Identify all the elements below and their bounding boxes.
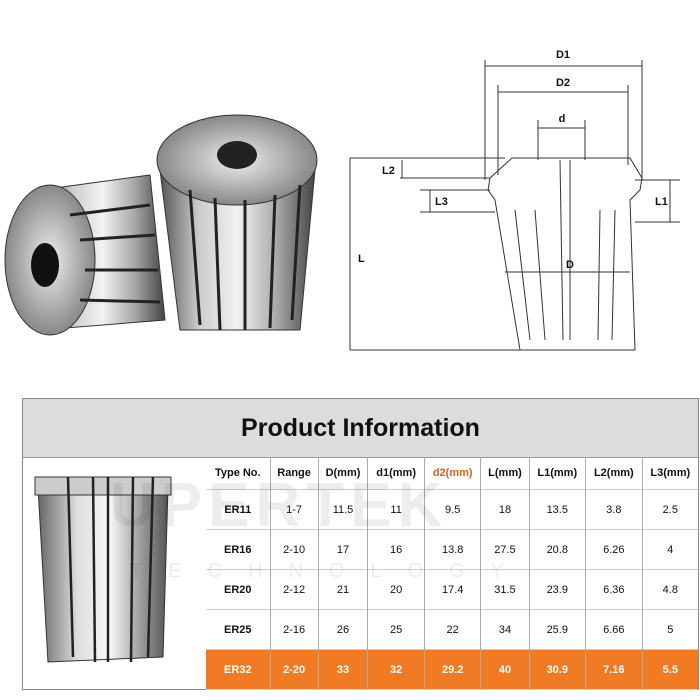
cell: 2-12 bbox=[269, 569, 319, 610]
cell: ER11 bbox=[224, 503, 252, 516]
cell: 18 bbox=[480, 489, 529, 530]
cell: 25 bbox=[367, 609, 425, 650]
table-row: ER25 2-16 26 25 22 34 25.9 6.66 5 bbox=[206, 609, 698, 650]
cell: 40 bbox=[480, 649, 529, 690]
dim-label-D2: D2 bbox=[556, 77, 570, 89]
cell: 2-16 bbox=[269, 609, 319, 650]
product-info-title: Product Information bbox=[23, 399, 698, 458]
cell: 23.9 bbox=[528, 569, 586, 610]
cell: 13.8 bbox=[423, 529, 481, 570]
col-header: L1(mm) bbox=[528, 457, 586, 490]
cell: 6.36 bbox=[585, 569, 643, 610]
cell: 17 bbox=[317, 529, 368, 570]
cell: 5.5 bbox=[641, 649, 698, 690]
cell: 2-10 bbox=[269, 529, 319, 570]
dim-label-D1: D1 bbox=[556, 49, 570, 61]
product-info-panel: Product Information Type No. Range bbox=[22, 398, 699, 690]
cell: ER32 bbox=[206, 649, 271, 690]
collet-thumbnail bbox=[34, 476, 172, 663]
cell: 6.66 bbox=[585, 609, 643, 650]
spec-table: Type No. Range D(mm) d1(mm) d2(mm) L(mm)… bbox=[206, 457, 698, 690]
table-row: ER16 2-10 17 16 13.8 27.5 20.8 6.26 4 bbox=[206, 529, 698, 570]
cell: 6.26 bbox=[585, 529, 643, 570]
col-header: d1(mm) bbox=[367, 457, 425, 490]
col-header: Type No. bbox=[214, 467, 261, 479]
table-row: ER20 2-12 21 20 17.4 31.5 23.9 6.36 4.8 bbox=[206, 569, 698, 610]
col-header: D(mm) bbox=[317, 457, 368, 490]
dim-label-D: D bbox=[566, 259, 574, 271]
cell: 32 bbox=[367, 649, 425, 690]
dim-label-L3: L3 bbox=[435, 196, 448, 208]
cell: 27.5 bbox=[480, 529, 529, 570]
cell: 20.8 bbox=[528, 529, 586, 570]
cell: 2.5 bbox=[641, 489, 698, 530]
cell: 34 bbox=[480, 609, 529, 650]
cell: ER25 bbox=[224, 623, 252, 636]
cell: 25.9 bbox=[528, 609, 586, 650]
collet-photo bbox=[4, 114, 318, 336]
cell: 5 bbox=[641, 609, 698, 650]
cell: 20 bbox=[367, 569, 425, 610]
cell: 33 bbox=[317, 649, 368, 690]
cell: 2-20 bbox=[269, 649, 319, 690]
cell: ER16 bbox=[224, 543, 252, 556]
dim-label-d: d bbox=[559, 113, 566, 125]
collet-dimension-drawing: D1 D2 d L2 L3 L1 L D bbox=[349, 49, 680, 351]
cell: 17.4 bbox=[423, 569, 481, 610]
cell: 30.9 bbox=[528, 649, 586, 690]
cell: 7.16 bbox=[585, 649, 643, 690]
col-header: d2(mm) bbox=[423, 457, 481, 490]
cell: ER20 bbox=[224, 583, 252, 596]
cell: 16 bbox=[367, 529, 425, 570]
col-header: L2(mm) bbox=[585, 457, 643, 490]
cell: 1-7 bbox=[269, 489, 319, 530]
cell: 13.5 bbox=[528, 489, 586, 530]
cell: 4 bbox=[641, 529, 698, 570]
table-row-highlighted: ER32 2-20 33 32 29.2 40 30.9 7.16 5.5 bbox=[206, 649, 698, 690]
dim-label-L1: L1 bbox=[655, 196, 668, 208]
dim-label-L: L bbox=[358, 253, 365, 265]
cell: 22 bbox=[423, 609, 481, 650]
col-header: L3(mm) bbox=[641, 457, 698, 490]
cell: 26 bbox=[317, 609, 368, 650]
table-row: ER11 1-7 11.5 11 9.5 18 13.5 3.8 2.5 bbox=[206, 489, 698, 530]
cell: 11 bbox=[367, 489, 425, 530]
cell: 11.5 bbox=[317, 489, 368, 530]
cell: 29.2 bbox=[423, 649, 481, 690]
col-header: Range bbox=[269, 457, 319, 490]
col-header: L(mm) bbox=[480, 457, 529, 490]
cell: 21 bbox=[317, 569, 368, 610]
cell: 3.8 bbox=[585, 489, 643, 530]
table-header-row: Type No. Range D(mm) d1(mm) d2(mm) L(mm)… bbox=[206, 457, 698, 490]
cell: 31.5 bbox=[480, 569, 529, 610]
cell: 9.5 bbox=[423, 489, 481, 530]
cell: 4.8 bbox=[641, 569, 698, 610]
dim-label-L2: L2 bbox=[382, 165, 395, 177]
